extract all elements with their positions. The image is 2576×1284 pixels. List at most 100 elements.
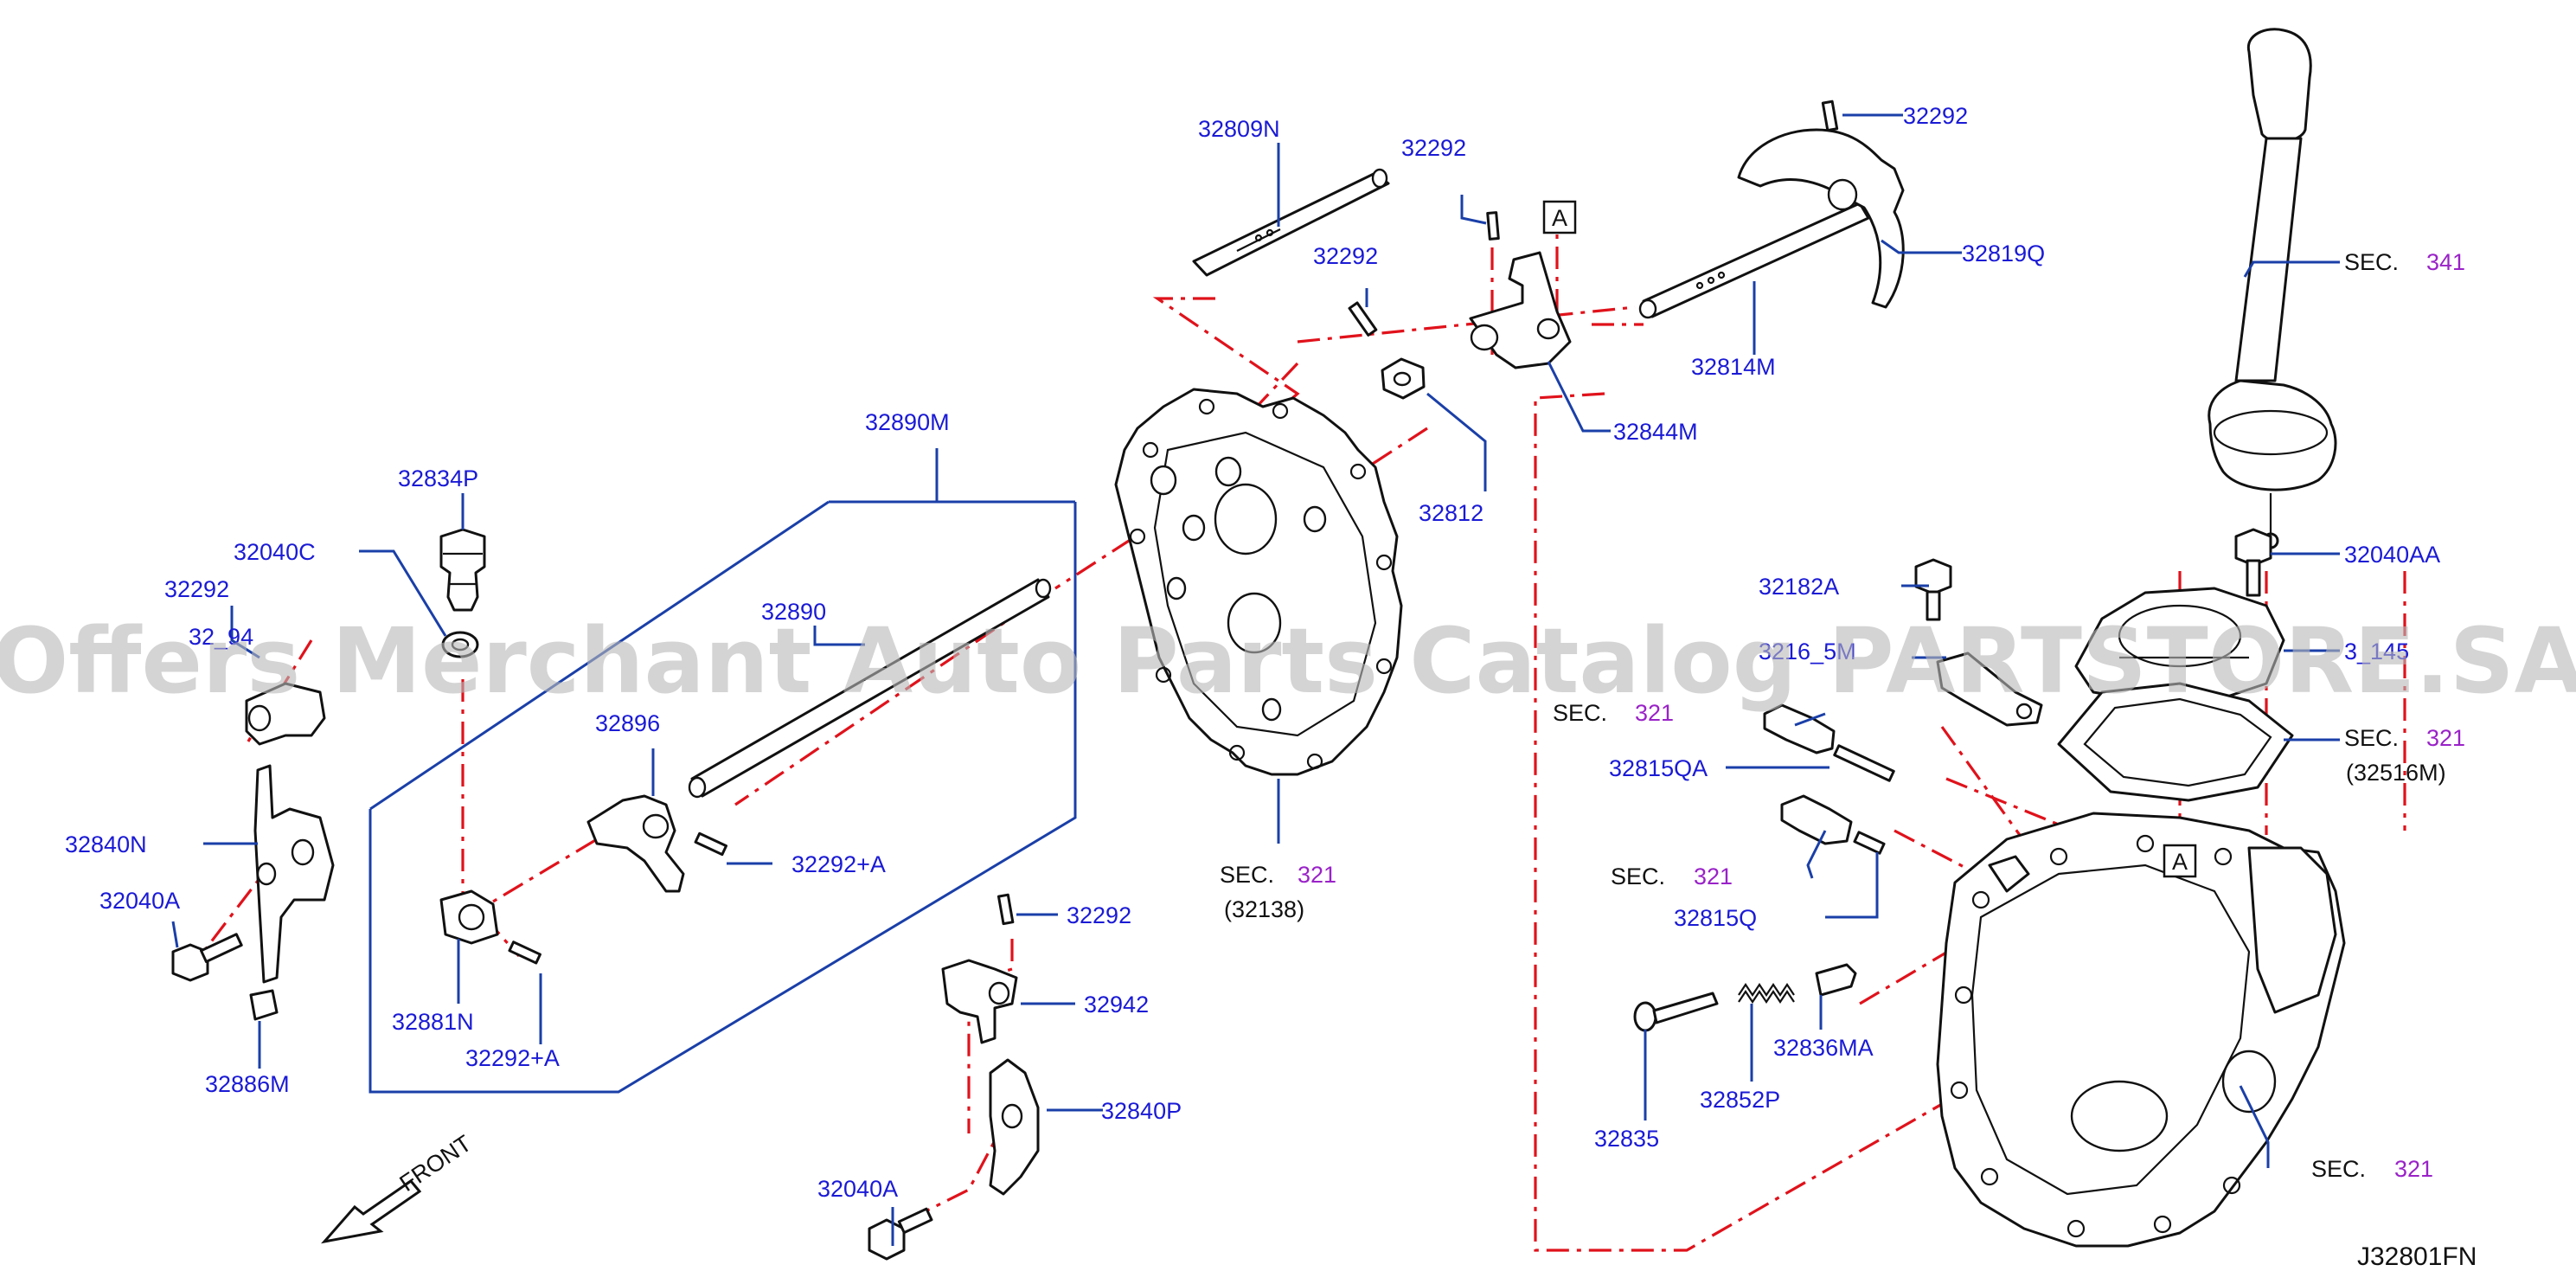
nut-32812 [1381,357,1426,400]
label-32040AA: 32040AA [2344,542,2440,568]
label-32292-right: 32292 [1903,103,1968,129]
label-32881N: 32881N [392,1009,474,1035]
shift-rod-32809N [1192,168,1390,277]
label-32040C: 32040C [234,539,316,565]
label-32292A-lower: 32292+A [465,1045,560,1071]
label-32040A-low: 32040A [817,1176,898,1202]
svg-text:SEC.: SEC. [2344,725,2399,751]
plug-32834P [439,528,486,612]
svg-text:321: 321 [2426,725,2465,751]
block-32881N [439,889,499,945]
watermark: Offers Merchant Auto Parts Catalog PARTS… [0,608,2576,714]
label-32815Q: 32815Q [1674,905,1757,931]
reference-marker-a-upper: A [1542,200,1577,234]
section-ref-321-case: SEC. 321 (32138) [1220,862,1336,922]
label-32814M: 32814M [1691,354,1776,380]
svg-text:SEC.: SEC. [1553,700,1607,726]
section-ref-321-transmission: SEC. 321 [2311,1156,2433,1182]
transmission-case-32138 [1114,388,1403,776]
stopper-32886M [249,989,279,1021]
shift-rod-32890 [688,578,1052,799]
svg-text:(32138): (32138) [1224,896,1304,922]
section-ref-321-switch-upper: SEC. 321 [1553,700,1674,726]
label-32844M: 32844M [1613,419,1698,445]
label-32890: 32890 [761,599,826,625]
label-32942: 32942 [1084,992,1149,1018]
label-32890M: 32890M [865,409,950,435]
label-32292-top: 32292 [1401,135,1466,161]
label-32886M: 32886M [205,1071,290,1097]
svg-text:A: A [2172,849,2188,875]
shift-lever-32896 [586,794,685,893]
label-32834P: 32834P [398,465,478,491]
label-partial-left: 32_94 [189,624,253,650]
svg-text:SEC.: SEC. [1611,863,1665,889]
spring-32852P [1738,983,1795,1004]
bracket-32840P [989,1058,1040,1196]
svg-text:A: A [1552,205,1567,231]
roll-pin-32292-low [996,893,1015,926]
svg-text:321: 321 [1635,700,1674,726]
switch-sec321-upper [1763,703,1836,754]
label-32840N: 32840N [65,831,147,857]
shift-lever-knob-341 [2208,28,2337,549]
shift-housing-32145 [2074,587,2285,703]
bolt-32040A-left [171,933,243,982]
gasket-32516M [2057,682,2294,802]
label-32835: 32835 [1594,1126,1659,1152]
label-32292-left: 32292 [164,576,229,602]
roll-pin-32292A-lower [508,941,541,965]
label-32819Q: 32819Q [1962,241,2045,266]
reference-marker-a-lower: A [2163,844,2197,878]
pin-32815QA [1833,744,1895,782]
label-32815QA: 32815QA [1609,755,1708,781]
plug-32836MA [1815,963,1857,997]
switch-sec321-lower [1780,794,1853,845]
label-32182A: 32182A [1759,574,1839,600]
transmission-case-321 [1936,812,2346,1248]
front-direction-arrow: FRONT [321,1130,477,1244]
svg-text:SEC.: SEC. [2311,1156,2366,1182]
shift-fork-32819Q [1737,128,1905,309]
roll-pin-32292-top [1486,211,1500,241]
svg-text:341: 341 [2426,249,2465,275]
bolt-32040A-low [868,1207,933,1261]
label-32809N: 32809N [1198,116,1280,142]
washer-32040C [441,631,479,658]
plunger-32835 [1633,992,1719,1032]
svg-text:321: 321 [2394,1156,2433,1182]
section-ref-341: SEC. 341 [2344,249,2465,275]
label-32165M-partial: 3216_5M [1759,639,1856,664]
label-32292-mid: 32292 [1313,243,1378,269]
label-32840P: 32840P [1101,1098,1182,1124]
svg-text:SEC.: SEC. [1220,862,1274,888]
label-32836MA: 32836MA [1773,1035,1874,1061]
diagram-code: J32801FN [2357,1242,2477,1271]
shift-lever-left [245,682,326,746]
label-32896: 32896 [595,710,660,736]
label-32812: 32812 [1419,500,1483,526]
shift-bracket-32844M [1469,251,1572,369]
section-ref-321-switch-lower: SEC. 321 [1611,863,1733,889]
leader-lines [171,113,2340,1246]
label-32040A-left: 32040A [99,888,180,914]
label-32145-partial: 3_145 [2344,639,2409,664]
bracket-32165M [1936,652,2043,727]
section-ref-321-gasket: SEC. 321 (32516M) [2344,725,2465,786]
bolt-32040AA [2234,528,2272,597]
shift-rod-32814M [1638,202,1870,319]
pin-32815Q [1853,831,1886,855]
roll-pin-32292-mid [1348,301,1378,337]
svg-text:321: 321 [1694,863,1733,889]
lever-32942 [941,959,1018,1044]
label-32292-low: 32292 [1067,902,1131,928]
front-label: FRONT [395,1130,477,1197]
label-32852P: 32852P [1700,1087,1780,1113]
svg-text:(32516M): (32516M) [2346,760,2446,786]
roll-pin-32292A-upper [694,831,728,857]
svg-text:SEC.: SEC. [2344,249,2399,275]
roll-pin-32292-right [1821,100,1839,132]
svg-text:321: 321 [1298,862,1336,888]
bracket-32840N [253,764,335,984]
